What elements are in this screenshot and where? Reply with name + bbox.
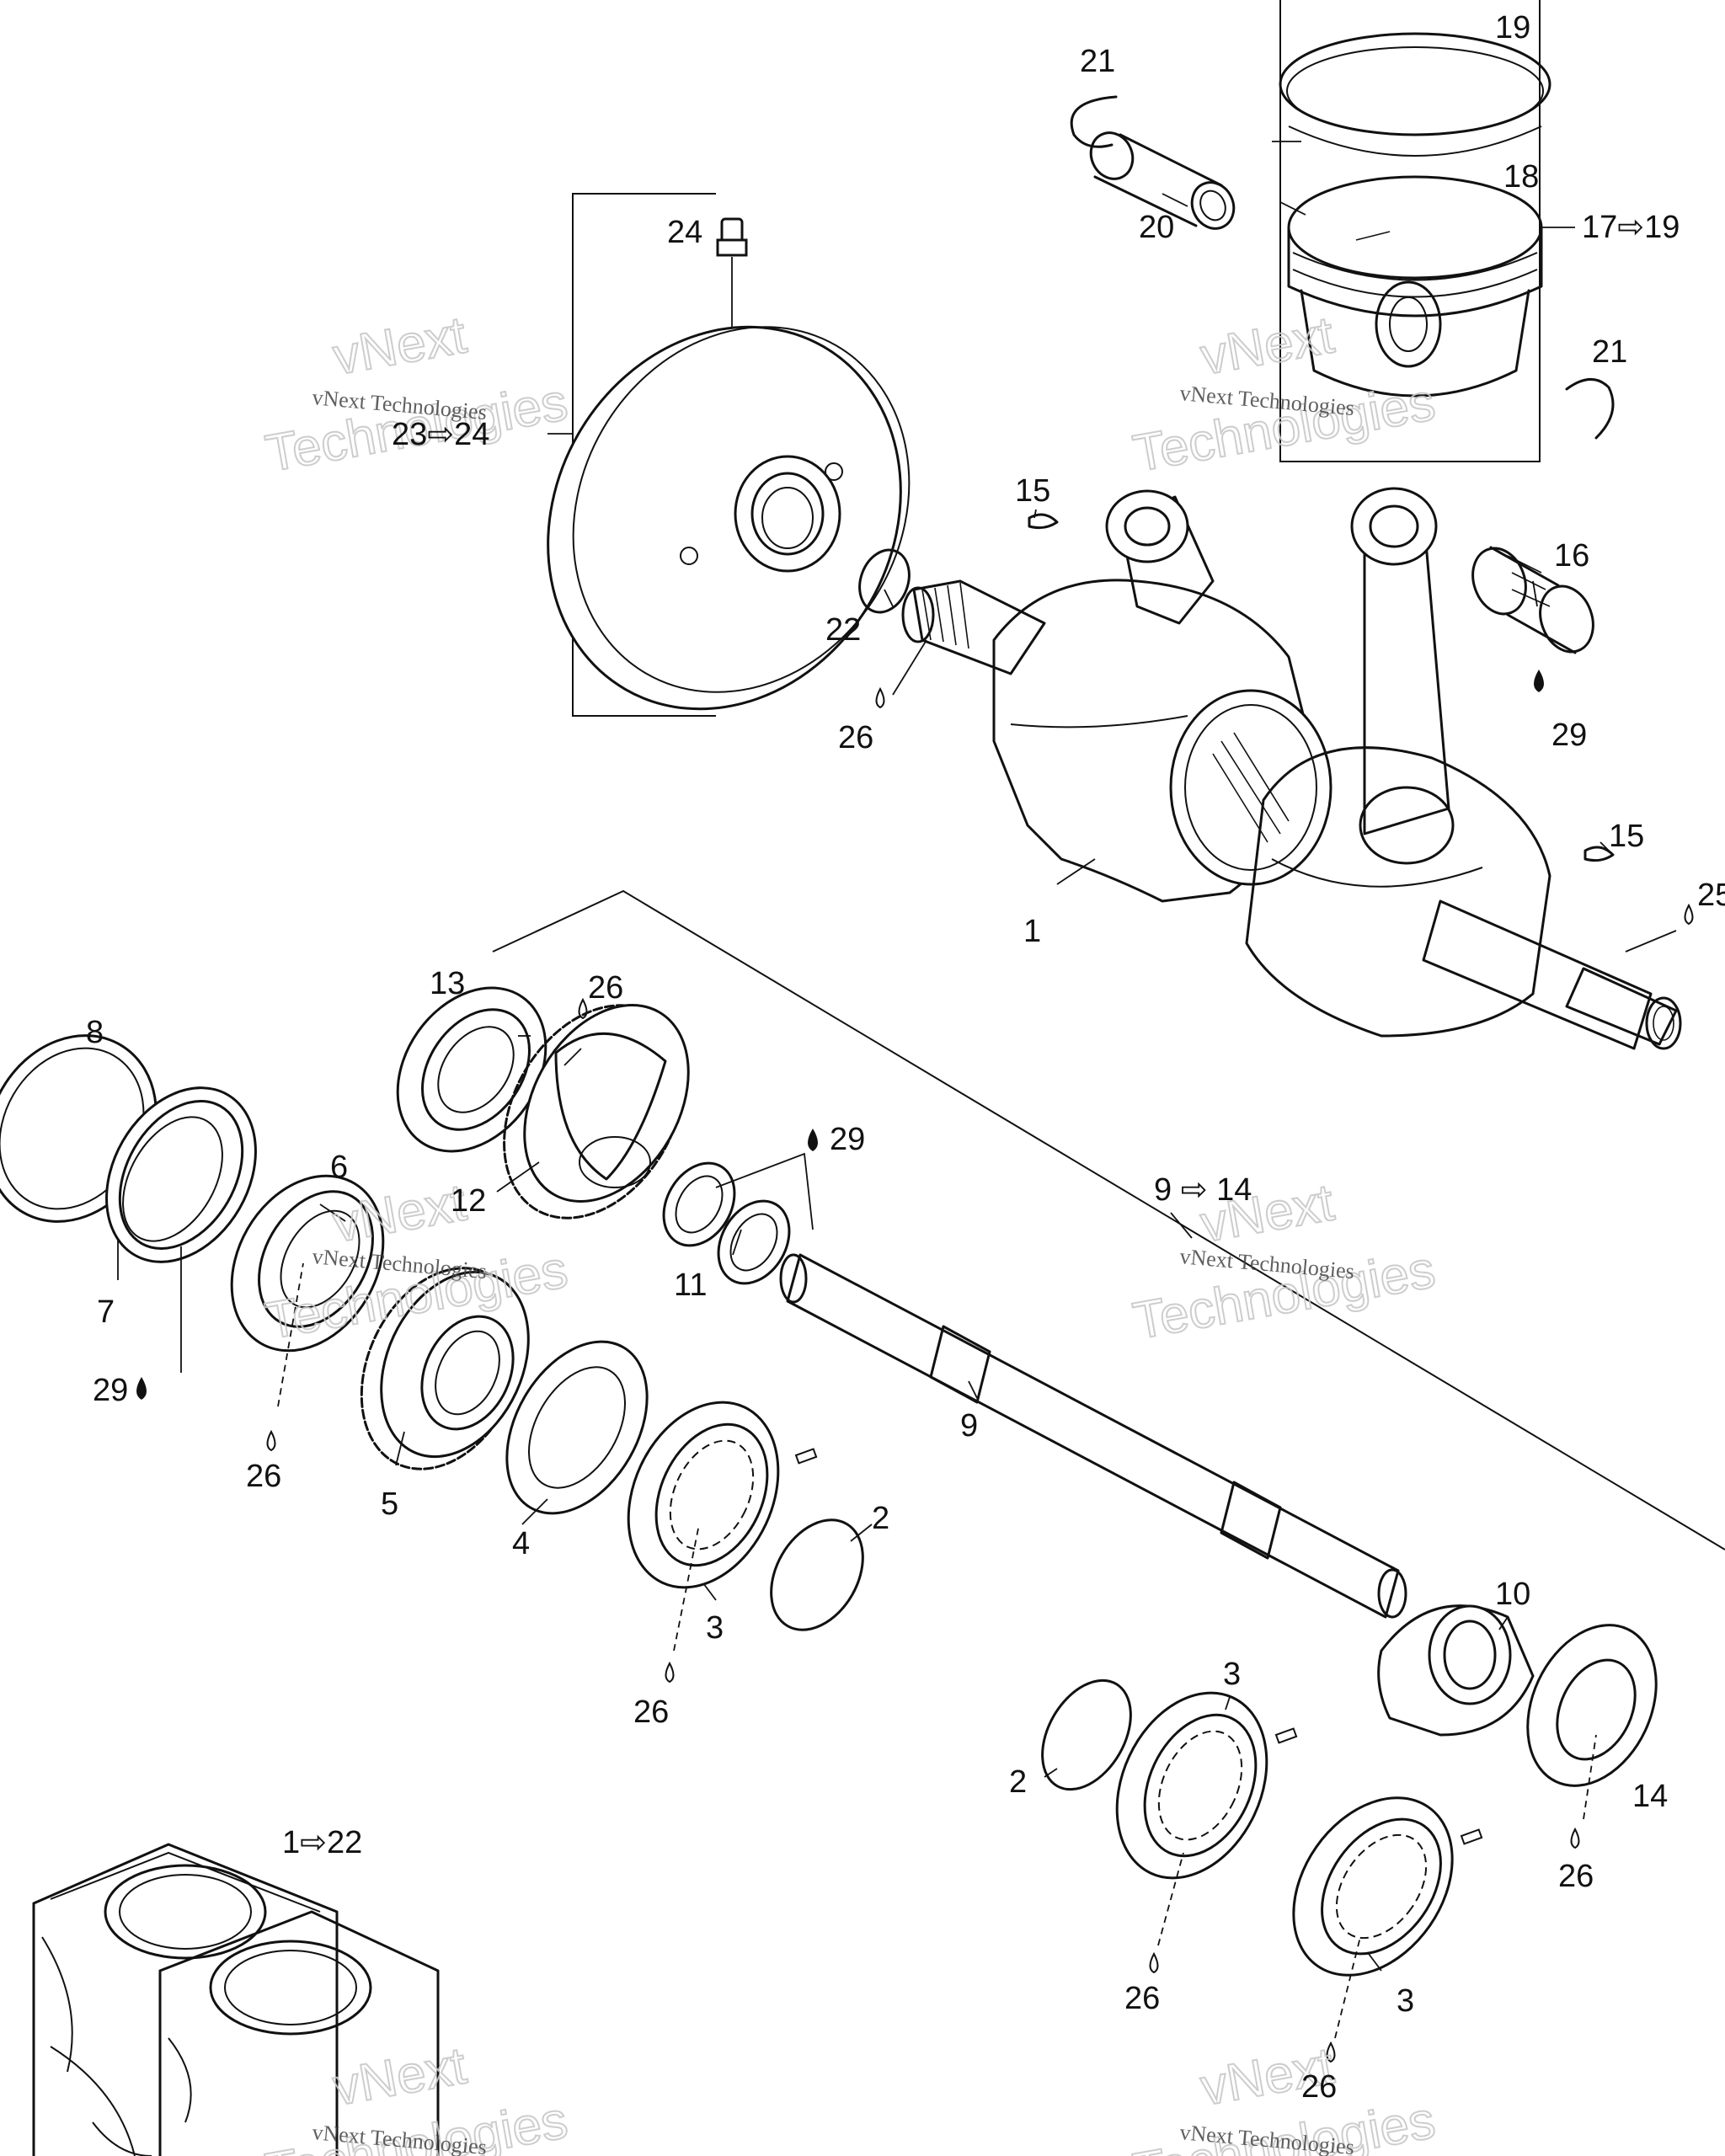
oil-drop-icon <box>136 1377 147 1400</box>
callout-26-crank: 26 <box>838 720 873 755</box>
callout-range-1-22: 1⇨22 <box>282 1825 362 1860</box>
balancer-bracket <box>492 889 1725 1550</box>
callout-3-right-upper: 3 <box>1223 1657 1241 1692</box>
ball-bearing-14 <box>1526 1624 1658 1787</box>
callout-29-seal: 29 <box>93 1373 128 1408</box>
roller-bearing-3-right-upper <box>1115 1691 1298 1880</box>
callout-range-23-24: 23⇨24 <box>392 417 489 452</box>
callout-22: 22 <box>825 612 861 648</box>
oil-drop-icon <box>665 1661 675 1684</box>
callout-2-left: 2 <box>872 1501 889 1536</box>
callout-21-lower: 21 <box>1592 334 1627 370</box>
oring-22 <box>858 548 911 614</box>
callout-9: 9 <box>960 1408 978 1444</box>
callout-3-left: 3 <box>706 1610 724 1646</box>
callout-29-bearings: 29 <box>830 1122 865 1157</box>
watermark-line1: vNext <box>1196 306 1338 386</box>
callout-range-17-19: 17⇨19 <box>1582 210 1680 245</box>
wrist-pin <box>1089 131 1236 230</box>
callout-26-bearing6: 26 <box>246 1459 281 1494</box>
oil-drop-icon <box>266 1429 276 1452</box>
watermark-line1: vNext <box>328 2036 470 2116</box>
callout-26-bearing13: 26 <box>588 970 623 1006</box>
oil-seal-7 <box>105 1086 257 1263</box>
woodruff-key-upper <box>1028 513 1059 530</box>
oil-drop-icon <box>1149 1951 1159 1974</box>
circlip-2-left <box>770 1518 864 1631</box>
callout-15-upper: 15 <box>1015 473 1050 509</box>
callout-11: 11 <box>674 1267 707 1303</box>
callout-4: 4 <box>512 1526 530 1561</box>
circlip-lower <box>1565 378 1615 440</box>
callout-18: 18 <box>1503 159 1539 195</box>
circlip-2-right <box>1041 1678 1132 1791</box>
flywheel-disc <box>547 325 911 711</box>
callout-24: 24 <box>667 215 702 250</box>
needle-bearing <box>1471 546 1594 654</box>
needle-bearings-11 <box>662 1161 791 1285</box>
ball-bearing-6 <box>230 1174 385 1353</box>
oil-drop-icon <box>808 1129 818 1151</box>
callout-5: 5 <box>381 1486 398 1522</box>
gear-5 <box>360 1267 530 1470</box>
watermark-line1: vNext <box>328 306 470 386</box>
callout-25: 25 <box>1697 878 1725 913</box>
balancer-shaft <box>779 1253 1407 1619</box>
callout-10: 10 <box>1495 1577 1530 1612</box>
balancer-gear-12 <box>503 1004 690 1219</box>
oil-drop-icon <box>875 686 885 709</box>
washer-4 <box>505 1340 649 1515</box>
callout-7: 7 <box>97 1294 115 1330</box>
callout-19: 19 <box>1495 10 1530 45</box>
callout-21-upper: 21 <box>1080 44 1115 79</box>
counterweight-10 <box>1377 1604 1535 1737</box>
callout-2-right: 2 <box>1009 1764 1027 1800</box>
callout-3-right-lower: 3 <box>1397 1983 1414 2019</box>
callout-16: 16 <box>1554 538 1589 574</box>
crankshaft <box>901 487 1682 1050</box>
piston-ring <box>1279 32 1551 157</box>
piston-group-bracket <box>1279 0 1575 462</box>
callout-12: 12 <box>451 1183 486 1219</box>
callout-1: 1 <box>1023 914 1041 949</box>
piston <box>1287 175 1543 398</box>
oil-drop-icon <box>1684 903 1694 926</box>
callout-8: 8 <box>86 1015 104 1050</box>
callout-29-rod: 29 <box>1551 718 1587 753</box>
callout-26-bearing3-right: 26 <box>1124 1981 1160 2016</box>
callout-14: 14 <box>1632 1779 1668 1814</box>
leader-lines <box>117 141 1610 2039</box>
oil-drop-icon <box>1326 2041 1336 2063</box>
oil-drop-icon <box>1534 670 1544 692</box>
callout-labels: 19 21 18 17⇨19 20 24 21 23⇨24 15 16 22 2… <box>86 10 1725 2105</box>
oil-drop-icon <box>578 997 588 1020</box>
roller-bearing-3-left <box>627 1401 818 1589</box>
callout-26-bearing3-left: 26 <box>633 1694 669 1730</box>
callout-6: 6 <box>330 1150 348 1185</box>
callout-26-bearing3-lower: 26 <box>1301 2069 1337 2105</box>
callout-13: 13 <box>430 966 465 1001</box>
callout-20: 20 <box>1139 210 1174 245</box>
oil-drop-icons <box>136 670 1694 2063</box>
callout-range-9-14: 9 ⇨ 14 <box>1154 1172 1252 1208</box>
roller-bearing-3-right-lower <box>1292 1796 1483 1977</box>
callout-15-lower: 15 <box>1609 819 1644 854</box>
oil-drop-icon <box>1570 1827 1580 1849</box>
cylinder-block <box>32 1843 440 2156</box>
callout-26-bearing14: 26 <box>1558 1859 1594 1894</box>
circlip-upper <box>1070 95 1118 148</box>
woodruff-key-lower <box>1583 846 1615 862</box>
grease-fitting <box>716 217 748 354</box>
